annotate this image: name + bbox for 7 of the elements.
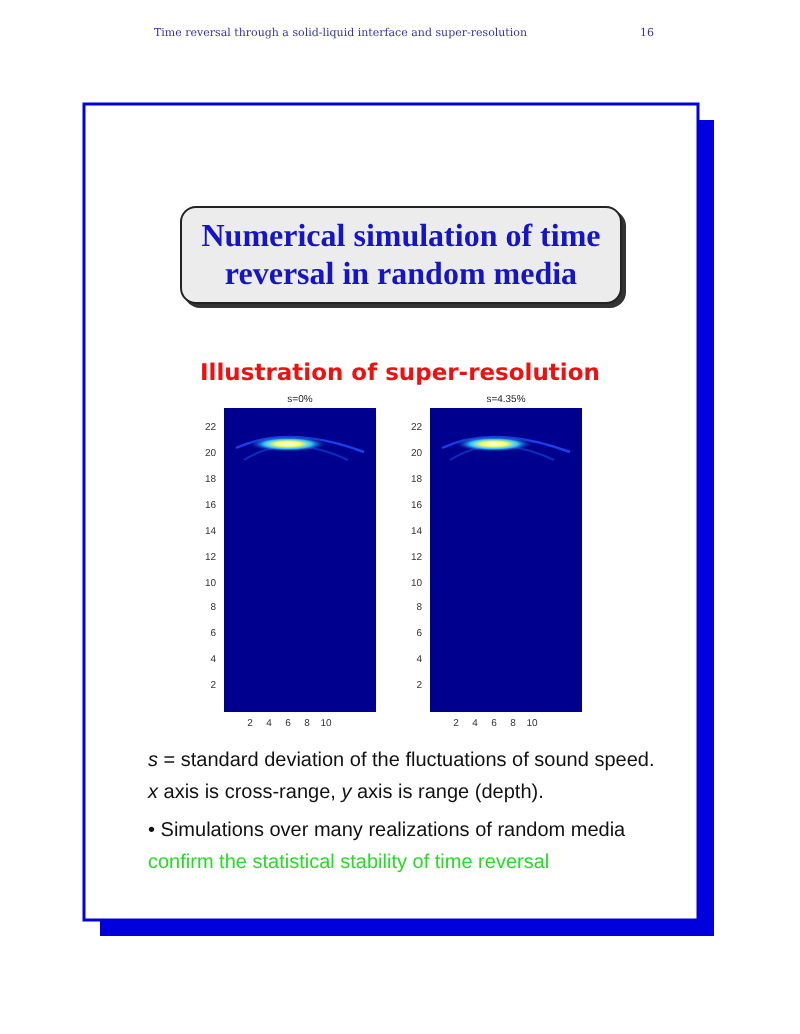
text-line: s = standard deviation of the fluctuations of sound speed. bbox=[148, 750, 655, 772]
figure-title: Illustration of super-resolution bbox=[198, 358, 602, 386]
title-box bbox=[180, 206, 622, 304]
title-text: Numerical simulation of time reversal in random media bbox=[201, 217, 601, 293]
text-line: confirm the statistical stability of time reversal bbox=[148, 852, 550, 874]
text-line: x axis is cross-range, y axis is range (depth). bbox=[148, 782, 544, 804]
text-line: • Simulations over many realizations of random media bbox=[148, 820, 626, 842]
